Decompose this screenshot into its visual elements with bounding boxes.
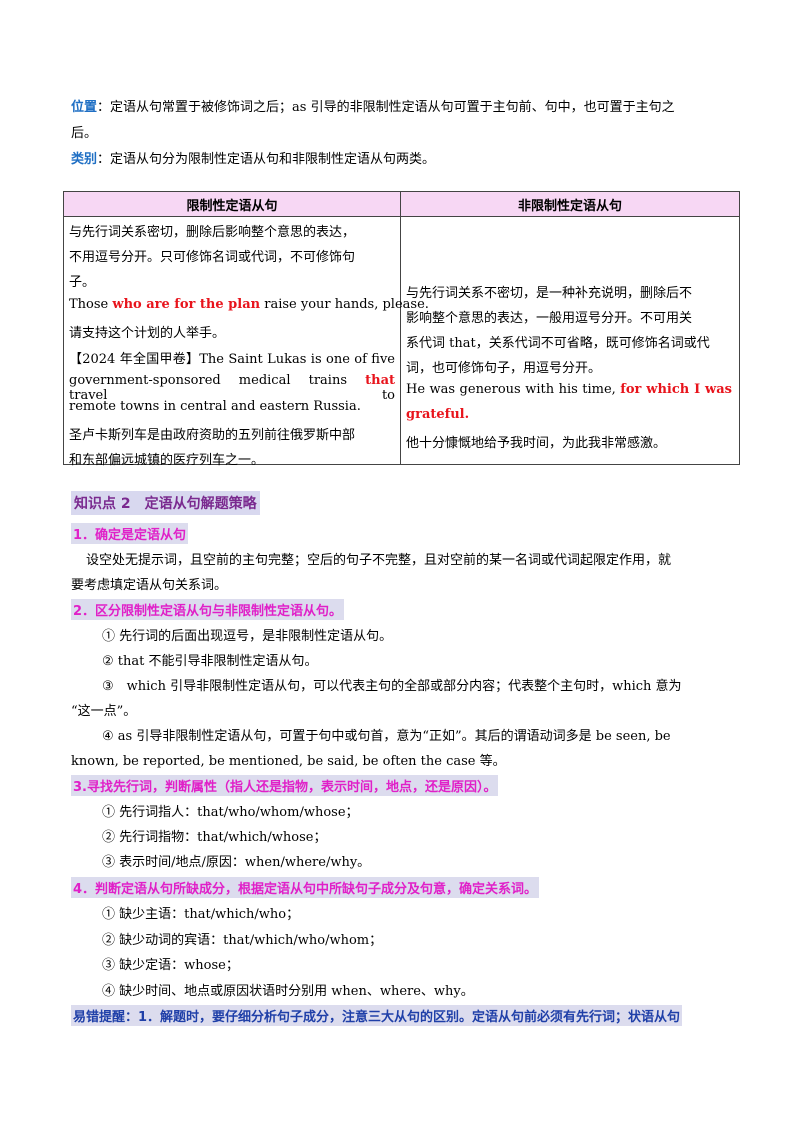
s2-item: ② that 不能引导非限制性定语从句。 [102,654,318,669]
s2-item: ③ which 引导非限制性定语从句，可以代表主句的全部或部分内容；代表整个主句… [102,679,682,694]
left-example2-line3: remote towns in central and eastern Russ… [69,399,361,414]
cell-nonrestrictive: 与先行词关系不密切，是一种补充说明，删除后不 影响整个意思的表达，一般用逗号分开… [400,216,740,465]
s2-item: “这一点”。 [71,704,137,719]
right-ex-clause2: grateful. [406,407,470,422]
left-example2-cn1: 圣卢卡斯列车是由政府资助的五列前往俄罗斯中部 [69,428,356,443]
left-example2-cn2: 和东部偏远城镇的医疗列车之一。 [69,453,265,468]
s4-item: ① 缺少主语：that/which/who； [102,907,300,922]
ex1-clause: who are for the plan [112,297,261,312]
right-example-line2: grateful. [406,407,469,422]
s2-item: known, be reported, be mentioned, be sai… [71,754,506,769]
left-desc-line2: 不用逗号分开。只可修饰名词或代词，不可修饰句 [69,250,356,265]
s3-title: 3.寻找先行词，判断属性（指人还是指物，表示时间，地点，还是原因）。 [71,775,499,796]
category-text: ：定语从句分为限制性定语从句和非限制性定语从句两类。 [97,152,436,167]
left-example1-cn: 请支持这个计划的人举手。 [69,326,226,341]
s2-title: 2．区分限制性定语从句与非限制性定语从句。 [71,599,345,620]
ex2-clause: that [365,373,395,388]
s2-item: ④ as 引导非限制性定语从句，可置于句中或句首，意为“正如”。其后的谓语动词多… [102,729,671,744]
s3-item: ② 先行词指物：that/which/whose； [102,830,327,845]
error-tip: 易错提醒：1．解题时，要仔细分析句子成分，注意三大从句的区别。定语从句前必须有先… [71,1005,683,1026]
ex2-post: travel to [69,388,395,403]
s4-item: ② 缺少动词的宾语：that/which/who/whom； [102,933,383,948]
s3-item: ① 先行词指人：that/who/whom/whose； [102,805,359,820]
position-text: ：定语从句常置于被修饰词之后；as 引导的非限制性定语从句可置于主句前、句中，也… [97,100,675,115]
right-example-cn: 他十分慷慨地给予我时间，为此我非常感激。 [406,436,667,451]
s3-item: ③ 表示时间/地点/原因：when/where/why。 [102,855,371,870]
left-example2-line2: government-sponsored medical trains that… [69,373,395,403]
ex2-pre: government-sponsored medical trains [69,373,366,388]
position-text-cont: 后。 [71,126,98,141]
s1-line2: 要考虑填定语从句关系词。 [71,578,228,593]
right-example-line1: He was generous with his time, for which… [406,382,732,397]
right-desc-line1: 与先行词关系不密切，是一种补充说明，删除后不 [406,286,693,301]
right-ex-clause1: for which I was [620,382,732,397]
left-example1: Those who are for the plan raise your ha… [69,297,429,312]
s1-line1: 设空处无提示词，且空前的主句完整；空后的句子不完整，且对空前的某一名词或代词起限… [86,553,672,568]
right-desc-line3: 系代词 that，关系代词不可省略，既可修饰名词或代 [406,336,710,351]
right-ex-pre: He was generous with his time, [406,382,621,397]
s1-title: 1．确定是定语从句 [71,523,189,544]
s4-item: ④ 缺少时间、地点或原因状语时分别用 when、where、why。 [102,984,474,999]
s4-title: 4．判断定语从句所缺成分，根据定语从句中所缺句子成分及句意，确定关系词。 [71,877,540,898]
right-desc-line2: 影响整个意思的表达，一般用逗号分开。不可用关 [406,311,693,326]
position-label: 位置 [71,100,98,115]
cell-restrictive: 与先行词关系密切，删除后影响整个意思的表达， 不用逗号分开。只可修饰名词或代词，… [63,216,429,468]
right-desc-line4: 词，也可修饰句子，用逗号分开。 [406,361,602,376]
header-nonrestrictive: 非限制性定语从句 [400,191,740,217]
left-desc-line3: 子。 [69,275,96,290]
s2-item: ① 先行词的后面出现逗号，是非限制性定语从句。 [102,629,393,644]
left-desc-line1: 与先行词关系密切，删除后影响整个意思的表达， [69,225,356,240]
category-paragraph: 类别：定语从句分为限制性定语从句和非限制性定语从句两类。 [71,148,435,167]
ex1-pre: Those [69,297,113,312]
header-restrictive: 限制性定语从句 [63,191,401,217]
position-paragraph: 位置：定语从句常置于被修饰词之后；as 引导的非限制性定语从句可置于主句前、句中… [71,96,675,115]
s4-item: ③ 缺少定语：whose； [102,958,239,973]
ex1-post: raise your hands, please. [260,297,429,312]
comparison-table: 限制性定语从句 非限制性定语从句 与先行词关系密切，删除后影响整个意思的表达， … [63,191,740,468]
category-label: 类别 [71,152,98,167]
left-example2-line1: 【2024 年全国甲卷】The Saint Lukas is one of fi… [69,352,395,367]
kp2-title: 知识点 2 定语从句解题策略 [71,491,260,515]
